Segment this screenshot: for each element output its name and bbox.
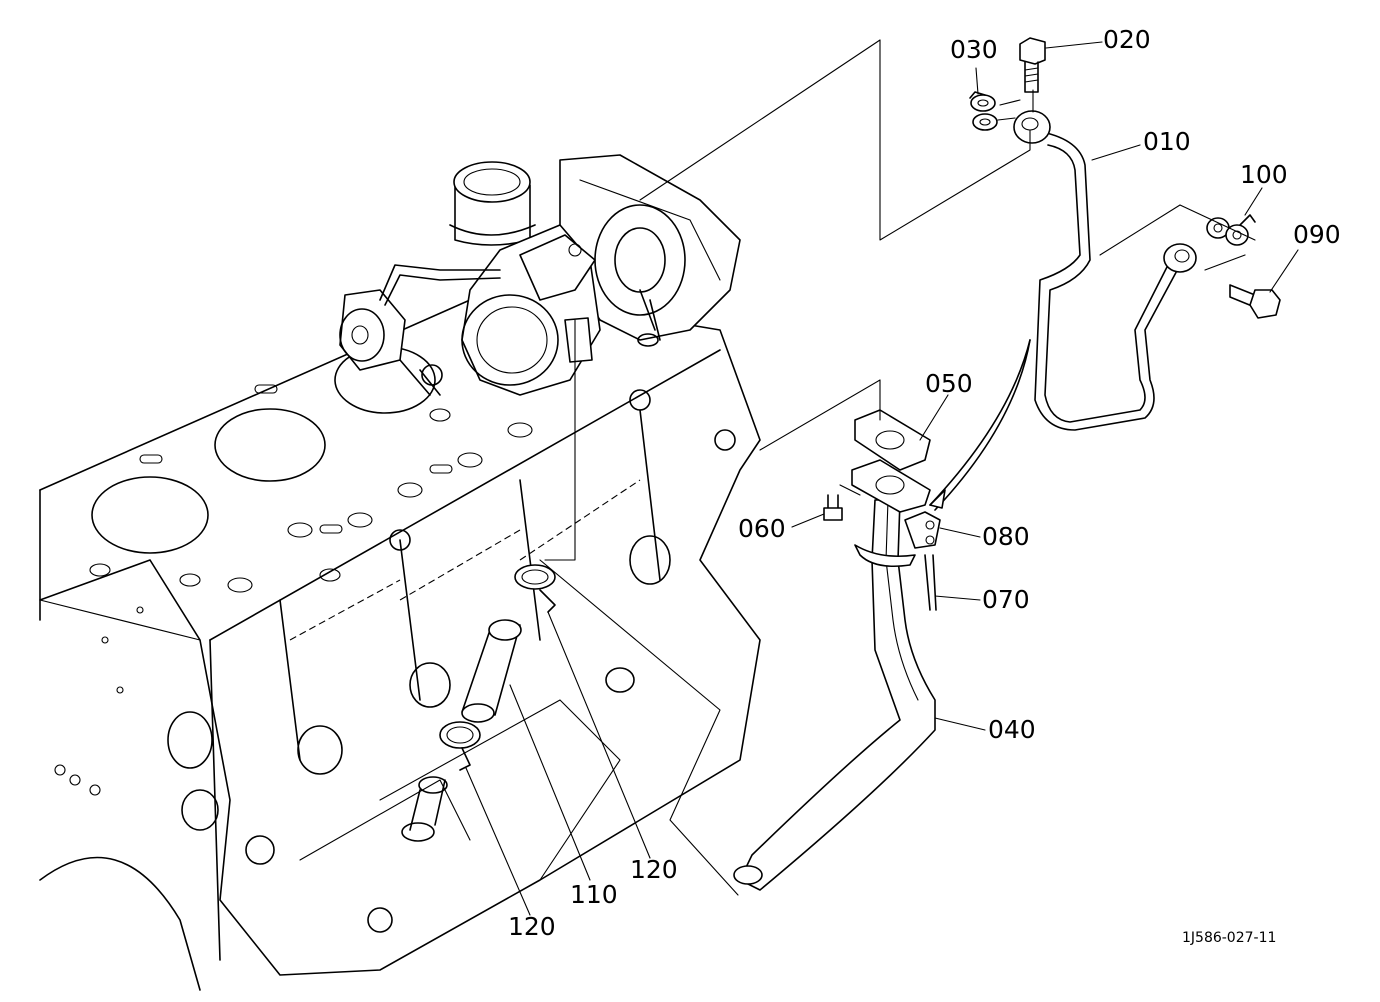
turbocharger <box>339 154 741 396</box>
leader-lines <box>465 41 1299 916</box>
deck-holes <box>89 384 533 593</box>
oil-drain-pipe <box>733 409 936 891</box>
hose-clamp-120-upper <box>514 564 556 613</box>
label-040: 040 <box>988 715 1036 744</box>
part-labels: 010 020 030 040 050 060 070 080 090 100 … <box>508 25 1341 946</box>
gasket-100 <box>1206 214 1256 246</box>
hose-clamp-120-lower <box>439 721 481 771</box>
label-110: 110 <box>570 880 618 909</box>
label-100: 100 <box>1240 160 1288 189</box>
label-010: 010 <box>1143 127 1191 156</box>
banjo-bolt-020 <box>1019 37 1046 93</box>
drawing-code: 1J586-027-11 <box>1182 930 1276 946</box>
label-120-lower: 120 <box>508 912 556 941</box>
pin-070 <box>924 554 937 611</box>
hose-110 <box>461 619 522 723</box>
gasket-030 <box>969 91 998 131</box>
bolt-060 <box>823 494 843 521</box>
label-050: 050 <box>925 369 973 398</box>
label-020: 020 <box>1103 25 1151 54</box>
label-030: 030 <box>950 35 998 64</box>
label-120-upper: 120 <box>630 855 678 884</box>
oil-feed-pipe <box>1013 110 1197 431</box>
label-080: 080 <box>982 522 1030 551</box>
banjo-bolt-090 <box>1229 284 1281 319</box>
label-060: 060 <box>738 514 786 543</box>
label-090: 090 <box>1293 220 1341 249</box>
label-070: 070 <box>982 585 1030 614</box>
reference-lines <box>539 39 1256 896</box>
engine-block <box>39 299 761 991</box>
clamp-080 <box>904 511 941 549</box>
